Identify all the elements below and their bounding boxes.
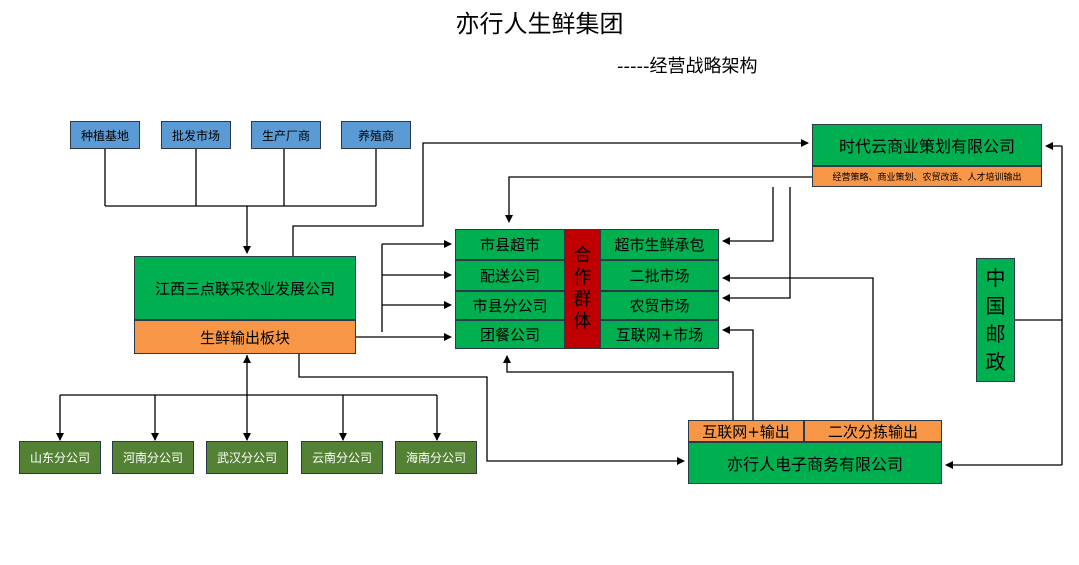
source-planting-base: 种植基地 xyxy=(70,121,140,149)
coop-delivery-company: 配送公司 xyxy=(455,260,565,291)
fresh-output-module: 生鲜输出板块 xyxy=(134,320,356,354)
shidai-services: 经营策略、商业策划、农贸改造、人才培训输出 xyxy=(812,166,1042,187)
branch-wuhan: 武汉分公司 xyxy=(206,441,288,474)
ecommerce-internet-output: 互联网+输出 xyxy=(688,420,804,442)
branch-hainan: 海南分公司 xyxy=(395,441,477,474)
source-breeder: 养殖商 xyxy=(341,121,411,149)
branch-shandong: 山东分公司 xyxy=(19,441,101,474)
branch-yunnan: 云南分公司 xyxy=(301,441,383,474)
diagram-subtitle: -----经营战略架构 xyxy=(617,56,758,77)
ecommerce-company: 亦行人电子商务有限公司 xyxy=(688,442,942,484)
coop-secondary-wholesale-market: 二批市场 xyxy=(600,260,719,291)
coop-farmers-market: 农贸市场 xyxy=(600,291,719,320)
coop-group-label: 合作群体 xyxy=(565,229,600,349)
china-post: 中国邮政 xyxy=(976,258,1015,382)
shidai-company: 时代云商业策划有限公司 xyxy=(812,124,1042,166)
source-wholesale-market: 批发市场 xyxy=(161,121,231,149)
source-manufacturer: 生产厂商 xyxy=(251,121,321,149)
diagram-title: 亦行人生鲜集团 xyxy=(455,10,624,38)
coop-supermarket-fresh-contract: 超市生鲜承包 xyxy=(600,229,719,260)
branch-henan: 河南分公司 xyxy=(112,441,194,474)
ecommerce-secondary-sorting-output: 二次分拣输出 xyxy=(804,420,942,442)
coop-internet-plus-market: 互联网+市场 xyxy=(600,320,719,349)
coop-county-supermarket: 市县超市 xyxy=(455,229,565,260)
coop-county-branch: 市县分公司 xyxy=(455,291,565,320)
coop-catering-company: 团餐公司 xyxy=(455,320,565,349)
jiangxi-company: 江西三点联采农业发展公司 xyxy=(134,256,356,320)
